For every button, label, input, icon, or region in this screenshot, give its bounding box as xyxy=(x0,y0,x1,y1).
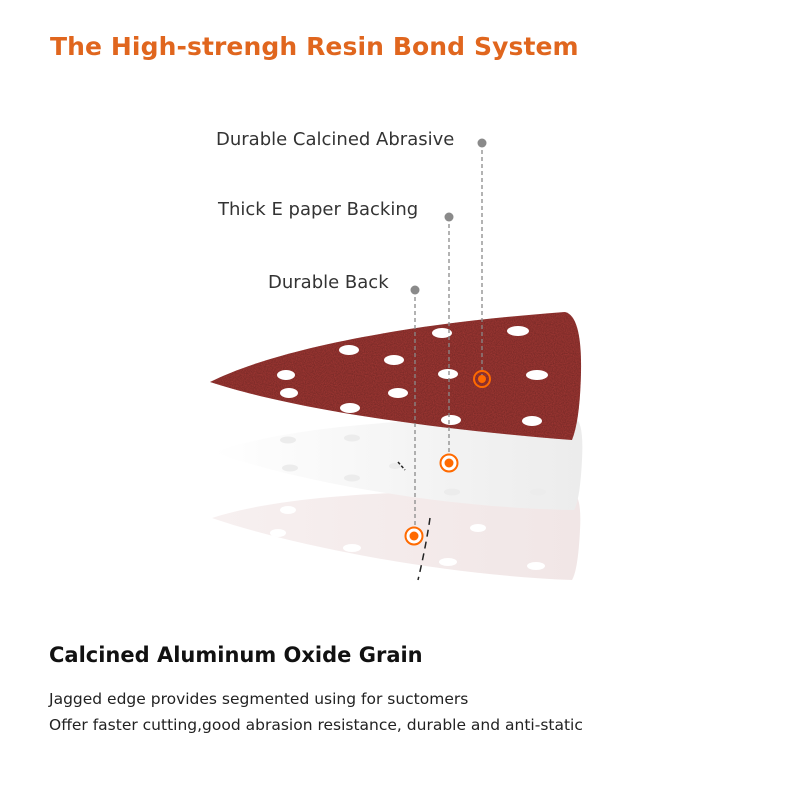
page-title: The High-strengh Resin Bond System xyxy=(50,32,579,61)
section-heading: Calcined Aluminum Oxide Grain xyxy=(49,643,423,667)
description-line-1: Jagged edge provides segmented using for… xyxy=(49,690,469,708)
description-line-2: Offer faster cutting,good abrasion resis… xyxy=(49,716,583,734)
marker-backing xyxy=(439,453,459,473)
abrasive-layer xyxy=(210,312,582,440)
marker-back xyxy=(404,526,424,546)
leader-lines xyxy=(414,143,483,535)
backing-layer xyxy=(214,417,583,510)
leader-dots xyxy=(410,138,487,295)
back-layer xyxy=(212,491,581,581)
marker-abrasive xyxy=(473,370,491,388)
cut-line xyxy=(417,517,431,581)
dust-holes xyxy=(277,326,548,426)
cut-line xyxy=(397,461,406,471)
callout-backing: Thick E paper Backing xyxy=(218,199,419,220)
callout-back: Durable Back xyxy=(268,272,389,293)
callout-abrasive: Durable Calcined Abrasive xyxy=(216,129,455,150)
